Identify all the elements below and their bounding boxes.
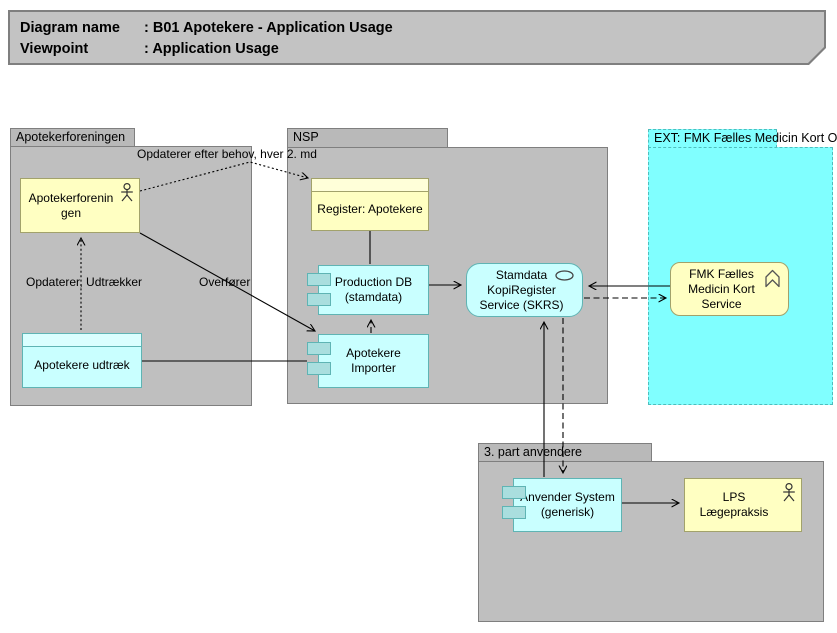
component-icon: [307, 362, 331, 375]
actor-icon: [120, 182, 134, 202]
node-label: Anvender System (generisk): [520, 490, 615, 519]
group-tab-tredjepart[interactable]: 3. part anvendere: [478, 443, 652, 462]
component-icon: [307, 293, 331, 306]
service-ellipse-icon: [555, 270, 574, 281]
node-label: Apotekere Importer: [346, 346, 401, 375]
diagram-title-inner: Diagram name : B01 Apotekere - Applicati…: [10, 12, 824, 63]
relationship-label-opdaterer-udtraekker: Opdaterer, Udtrækker: [26, 275, 143, 289]
relationship-label-overfoerer: Overfører: [199, 275, 251, 289]
relationship-label-opdaterer-efter-behov: Opdaterer efter behov, hver 2. md: [137, 147, 317, 161]
node-label: Production DB (stamdata): [334, 275, 413, 304]
node-register-apotekere[interactable]: Register: Apotekere: [311, 178, 429, 231]
node-anvender-system[interactable]: Anvender System (generisk): [502, 478, 622, 532]
node-label: Apotekere udtræk: [34, 358, 130, 372]
component-icon: [502, 506, 526, 519]
group-tab-nsp[interactable]: NSP: [287, 128, 448, 148]
data-object-header: [312, 179, 428, 192]
title-row-value: : B01 Apotekere - Application Usage: [144, 20, 393, 36]
group-tab-apotekerforeningen[interactable]: Apotekerforeningen: [10, 128, 135, 147]
title-row-value: : Application Usage: [144, 41, 279, 58]
actor-icon: [782, 482, 796, 502]
node-fmk-service[interactable]: FMK Fælles Medicin Kort Service: [670, 262, 789, 316]
node-skrs-service[interactable]: Stamdata KopiRegister Service (SKRS): [466, 263, 583, 317]
chevron-icon: [763, 268, 782, 288]
title-row-label: Viewpoint: [20, 41, 89, 58]
node-lps-laegepraksis[interactable]: LPS Lægepraksis: [684, 478, 802, 532]
component-icon: [307, 273, 331, 286]
node-apotekere-importer[interactable]: Apotekere Importer: [307, 334, 429, 388]
node-label: FMK Fælles Medicin Kort Service: [688, 266, 755, 311]
data-object-header: [23, 334, 141, 347]
component-icon: [307, 342, 331, 355]
node-label: Apotekerforenin gen: [28, 190, 114, 220]
group-tab-ext-fmk[interactable]: EXT: FMK Fælles Medicin Kort On: [648, 129, 837, 148]
title-row-label: Diagram name: [20, 20, 120, 36]
diagram-title-box: Diagram name : B01 Apotekere - Applicati…: [8, 10, 826, 65]
node-label: Register: Apotekere: [317, 202, 423, 216]
component-icon: [502, 486, 526, 499]
node-label: LPS Lægepraksis: [699, 490, 769, 519]
node-label: Stamdata KopiRegister Service (SKRS): [479, 267, 564, 312]
node-apotekere-udtraek[interactable]: Apotekere udtræk: [22, 333, 142, 388]
node-production-db[interactable]: Production DB (stamdata): [307, 265, 429, 315]
node-apotekerforeningen[interactable]: Apotekerforenin gen: [20, 178, 140, 233]
